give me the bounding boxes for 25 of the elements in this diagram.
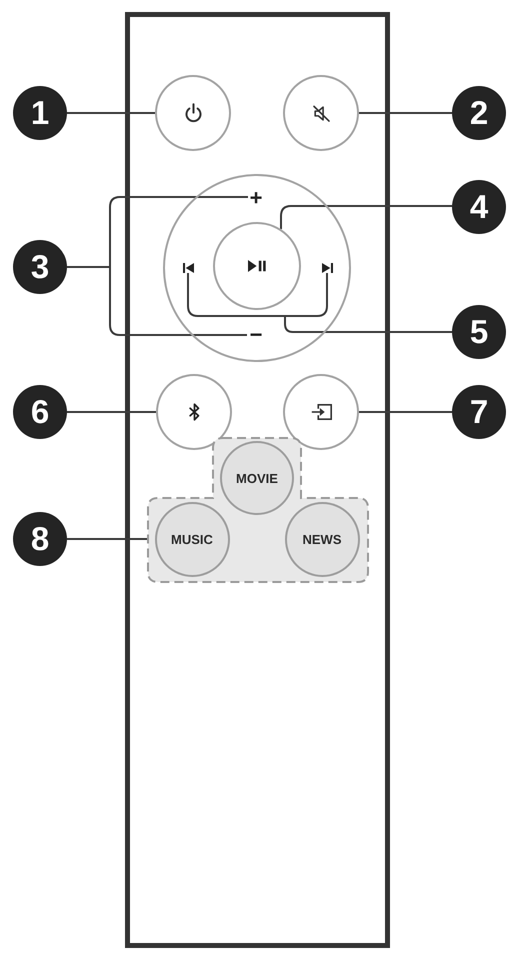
- plus-sign: +: [248, 188, 264, 208]
- callout-number: 4: [452, 180, 506, 234]
- callout-number: 8: [13, 512, 67, 566]
- leader-line: [67, 112, 155, 114]
- leader-line: [187, 273, 285, 317]
- leader-line: [109, 196, 248, 267]
- dashed-group-area: [147, 437, 369, 583]
- leader-line: [284, 316, 452, 333]
- previous-track-icon: [182, 263, 194, 273]
- callout-number: 5: [452, 305, 506, 359]
- minus-sign: −: [247, 325, 265, 345]
- callout-number: 3: [13, 240, 67, 294]
- leader-line: [67, 538, 147, 540]
- control-ring: [163, 174, 351, 362]
- callout-number: 6: [13, 385, 67, 439]
- callout-number: 2: [452, 86, 506, 140]
- leader-line: [67, 266, 110, 268]
- leader-line: [359, 112, 452, 114]
- next-track-icon: [322, 263, 332, 273]
- leader-line: [359, 411, 452, 413]
- leader-line: [67, 411, 156, 413]
- leader-line: [285, 273, 328, 317]
- callout-number: 7: [452, 385, 506, 439]
- leader-line: [109, 267, 247, 336]
- callout-number: 1: [13, 86, 67, 140]
